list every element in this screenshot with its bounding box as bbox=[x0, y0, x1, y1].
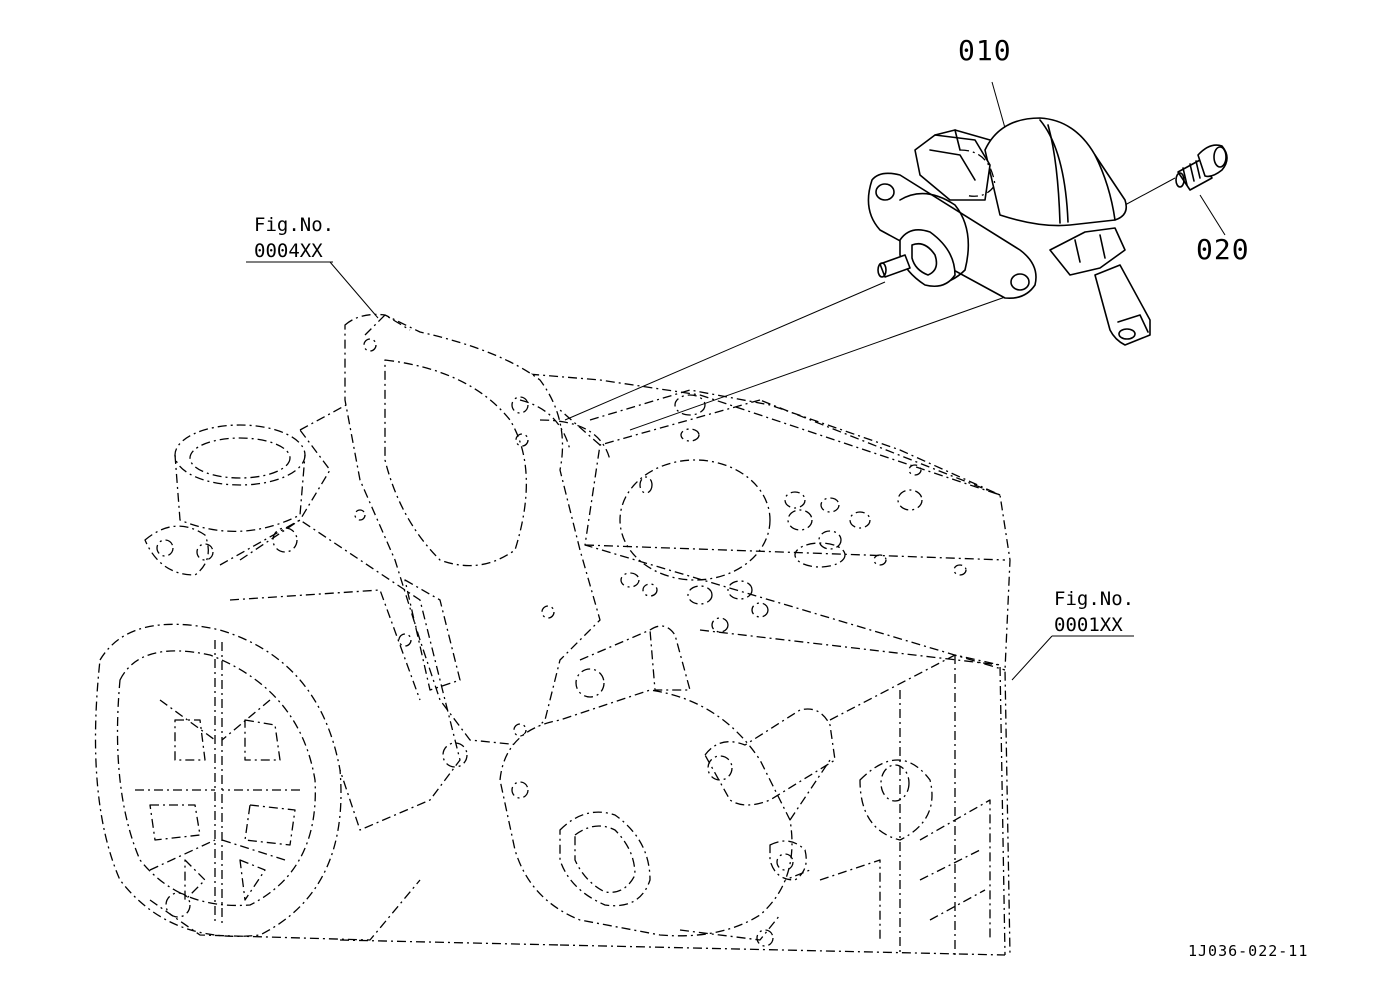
fig-ref-0001xx: Fig.No. 0001XX bbox=[1054, 586, 1134, 638]
part-label-020: 020 bbox=[1196, 233, 1250, 266]
fig-ref-title: Fig.No. bbox=[254, 214, 335, 236]
solenoid-valve-icon bbox=[868, 118, 1150, 345]
injection-pump-body bbox=[443, 626, 835, 946]
drawing-code: 1J036-022-11 bbox=[1188, 942, 1309, 960]
fig-ref-number: 0004XX bbox=[254, 240, 323, 262]
fig-ref-number: 0001XX bbox=[1054, 614, 1123, 636]
fig-ref-0004xx: Fig.No. 0004XX bbox=[254, 212, 334, 264]
flywheel-housing bbox=[96, 520, 561, 945]
head-gasket bbox=[590, 390, 1000, 632]
assembly-lines bbox=[246, 82, 1225, 680]
fig-ref-title: Fig.No. bbox=[1054, 588, 1135, 610]
part-label-010: 010 bbox=[958, 34, 1012, 67]
pump-housing bbox=[345, 314, 610, 745]
filler-neck bbox=[145, 425, 305, 575]
screw-icon bbox=[1176, 145, 1227, 190]
